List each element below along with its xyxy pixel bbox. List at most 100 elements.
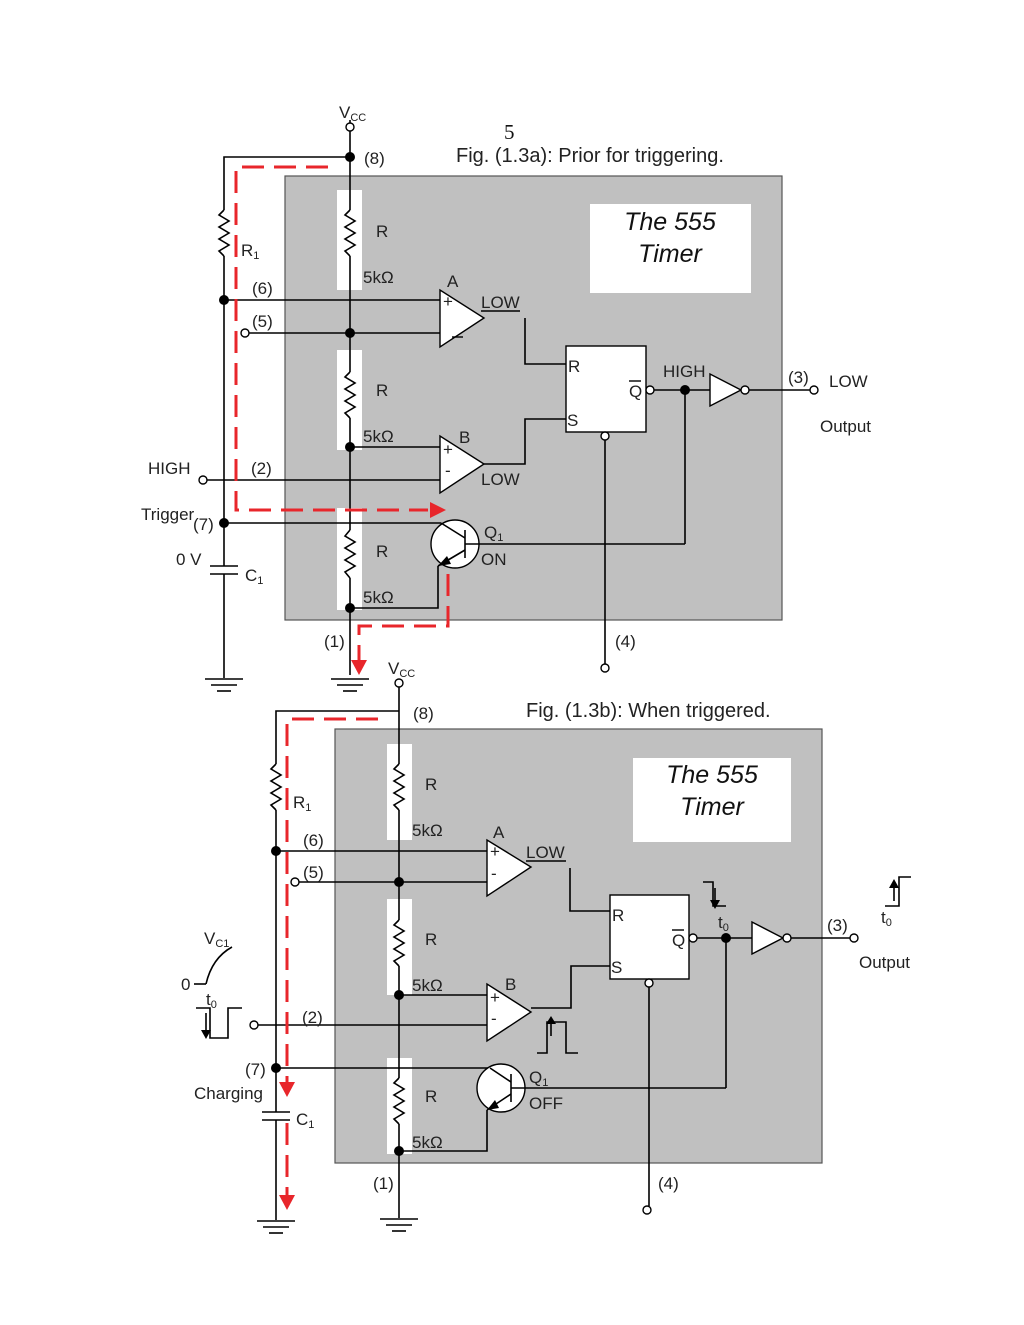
current-path-to-pin7	[234, 165, 428, 512]
comparator-a-label: A	[447, 272, 459, 291]
charging-path-arrow-lower	[279, 1195, 295, 1210]
resistor-middle-label: R	[376, 381, 388, 400]
pin7-label: (7)	[245, 1060, 266, 1079]
output-inverter-bubble	[782, 933, 792, 943]
c1-label: C1	[296, 1110, 314, 1131]
trigger-label: Trigger	[141, 505, 195, 524]
pin1-label: (1)	[373, 1174, 394, 1193]
output-t0-label: t0	[881, 908, 892, 929]
current-path-to-ground	[357, 574, 450, 660]
flip-flop-r: R	[612, 906, 624, 925]
comparator-a-output-wire	[569, 868, 610, 912]
transistor-q1-emitter-arrow	[487, 1100, 499, 1110]
output-label: Output	[820, 417, 871, 436]
charging-path-upper	[285, 717, 378, 1082]
pin2-terminal	[198, 475, 208, 485]
comparator-b-plus: +	[490, 988, 500, 1007]
transistor-q1-state: ON	[481, 550, 507, 569]
comparator-a	[486, 838, 533, 898]
divider-resistor-middle	[392, 919, 406, 967]
transistor-q1-emitter-arrow	[438, 556, 451, 566]
pin4-terminal	[600, 663, 610, 673]
trigger-t0-label: t0	[206, 990, 217, 1011]
figure-1-3a: The 555 Timer Fig. (1.3a): Prior for tri…	[141, 103, 871, 692]
pin4-label: (4)	[615, 632, 636, 651]
comparator-b-output-wire	[484, 418, 566, 465]
resistor-top-value: 5kΩ	[363, 268, 394, 287]
resistor-top-label: R	[376, 222, 388, 241]
vc1-charging-curve	[205, 946, 233, 985]
c1-label: C1	[245, 566, 263, 587]
resistor-bottom-value: 5kΩ	[363, 588, 394, 607]
r1-label: R1	[293, 793, 311, 814]
comparator-a-minus: -	[491, 864, 497, 883]
transistor-q1-collector	[489, 1067, 512, 1083]
divider-resistor-bottom	[343, 529, 357, 579]
transistor-q1-label: Q1	[484, 523, 503, 544]
transistor-q1-emitter-wire	[399, 1110, 488, 1152]
output-inverter	[751, 920, 785, 956]
transistor-q1-state: OFF	[529, 1094, 563, 1113]
figure-caption: Fig. (1.3b): When triggered.	[526, 700, 771, 722]
r1-label: R1	[241, 241, 259, 262]
pin8-label: (8)	[413, 704, 434, 723]
trigger-pulse-waveform	[196, 1007, 242, 1039]
comparator-a-output-wire	[524, 318, 566, 365]
figure-caption: Fig. (1.3a): Prior for triggering.	[456, 145, 724, 167]
current-path-arrow-down	[351, 660, 367, 675]
resistor-top-value: 5kΩ	[412, 821, 443, 840]
flip-flop-reset-bubble	[600, 431, 610, 441]
resistor-bottom-label: R	[376, 542, 388, 561]
trigger-state: HIGH	[148, 459, 191, 478]
ground-symbol-left	[205, 678, 243, 692]
divider-node-upper	[345, 328, 355, 338]
output-label: Output	[859, 953, 910, 972]
ground-symbol-pin1	[331, 678, 369, 692]
comparator-a-label: A	[493, 823, 505, 842]
pin3-terminal	[849, 933, 859, 943]
figure-1-3b: The 555 Timer Fig. (1.3b): When triggere…	[181, 659, 911, 1234]
pin2-label: (2)	[251, 459, 272, 478]
transistor-q1-emitter-wire	[350, 566, 439, 609]
flip-flop-q-bubble	[688, 933, 698, 943]
q-state: HIGH	[663, 362, 706, 381]
resistor-middle-value: 5kΩ	[412, 976, 443, 995]
current-path-arrow-right	[430, 502, 446, 518]
divider-resistor-top	[392, 763, 406, 811]
flip-flop-q: Q	[672, 931, 685, 950]
output-rising-arrow	[889, 879, 899, 888]
charging-label: Charging	[194, 1084, 263, 1103]
pin7-label: (7)	[193, 515, 214, 534]
comparator-b	[439, 434, 486, 495]
flip-flop-s: S	[611, 958, 622, 977]
vc1-zero-label: 0	[181, 975, 190, 994]
output-state: LOW	[829, 372, 868, 391]
divider-resistor-bottom	[392, 1077, 406, 1125]
divider-node-bottom	[394, 1146, 404, 1156]
flip-flop-s: S	[567, 411, 578, 430]
comparator-b-output-state: LOW	[481, 470, 520, 489]
ground-symbol-left	[257, 1220, 295, 1234]
capacitor-voltage: 0 V	[176, 550, 202, 569]
resistor-middle-label: R	[425, 930, 437, 949]
pin6-label: (6)	[303, 831, 324, 850]
pin6-label: (6)	[252, 279, 273, 298]
comparator-b-plus: +	[443, 440, 453, 459]
comparator-b-minus: -	[445, 461, 451, 480]
comparator-a-plus: +	[443, 292, 453, 311]
comparator-b-output-wire	[531, 965, 610, 1009]
output-inverter	[709, 372, 743, 408]
resistor-top-label: R	[425, 775, 437, 794]
flip-flop-reset-bubble	[644, 978, 654, 988]
resistor-bottom-label: R	[425, 1087, 437, 1106]
timer-title-line1: The 555	[624, 208, 716, 236]
q-falling-arrow	[710, 900, 720, 909]
transistor-q1-label: Q1	[529, 1068, 548, 1089]
page-number: 5	[504, 120, 515, 144]
timer-title-line1: The 555	[666, 761, 758, 789]
vc1-label: VC1	[204, 929, 229, 950]
comparator-b-label: B	[459, 428, 470, 447]
divider-node-upper	[394, 877, 404, 887]
